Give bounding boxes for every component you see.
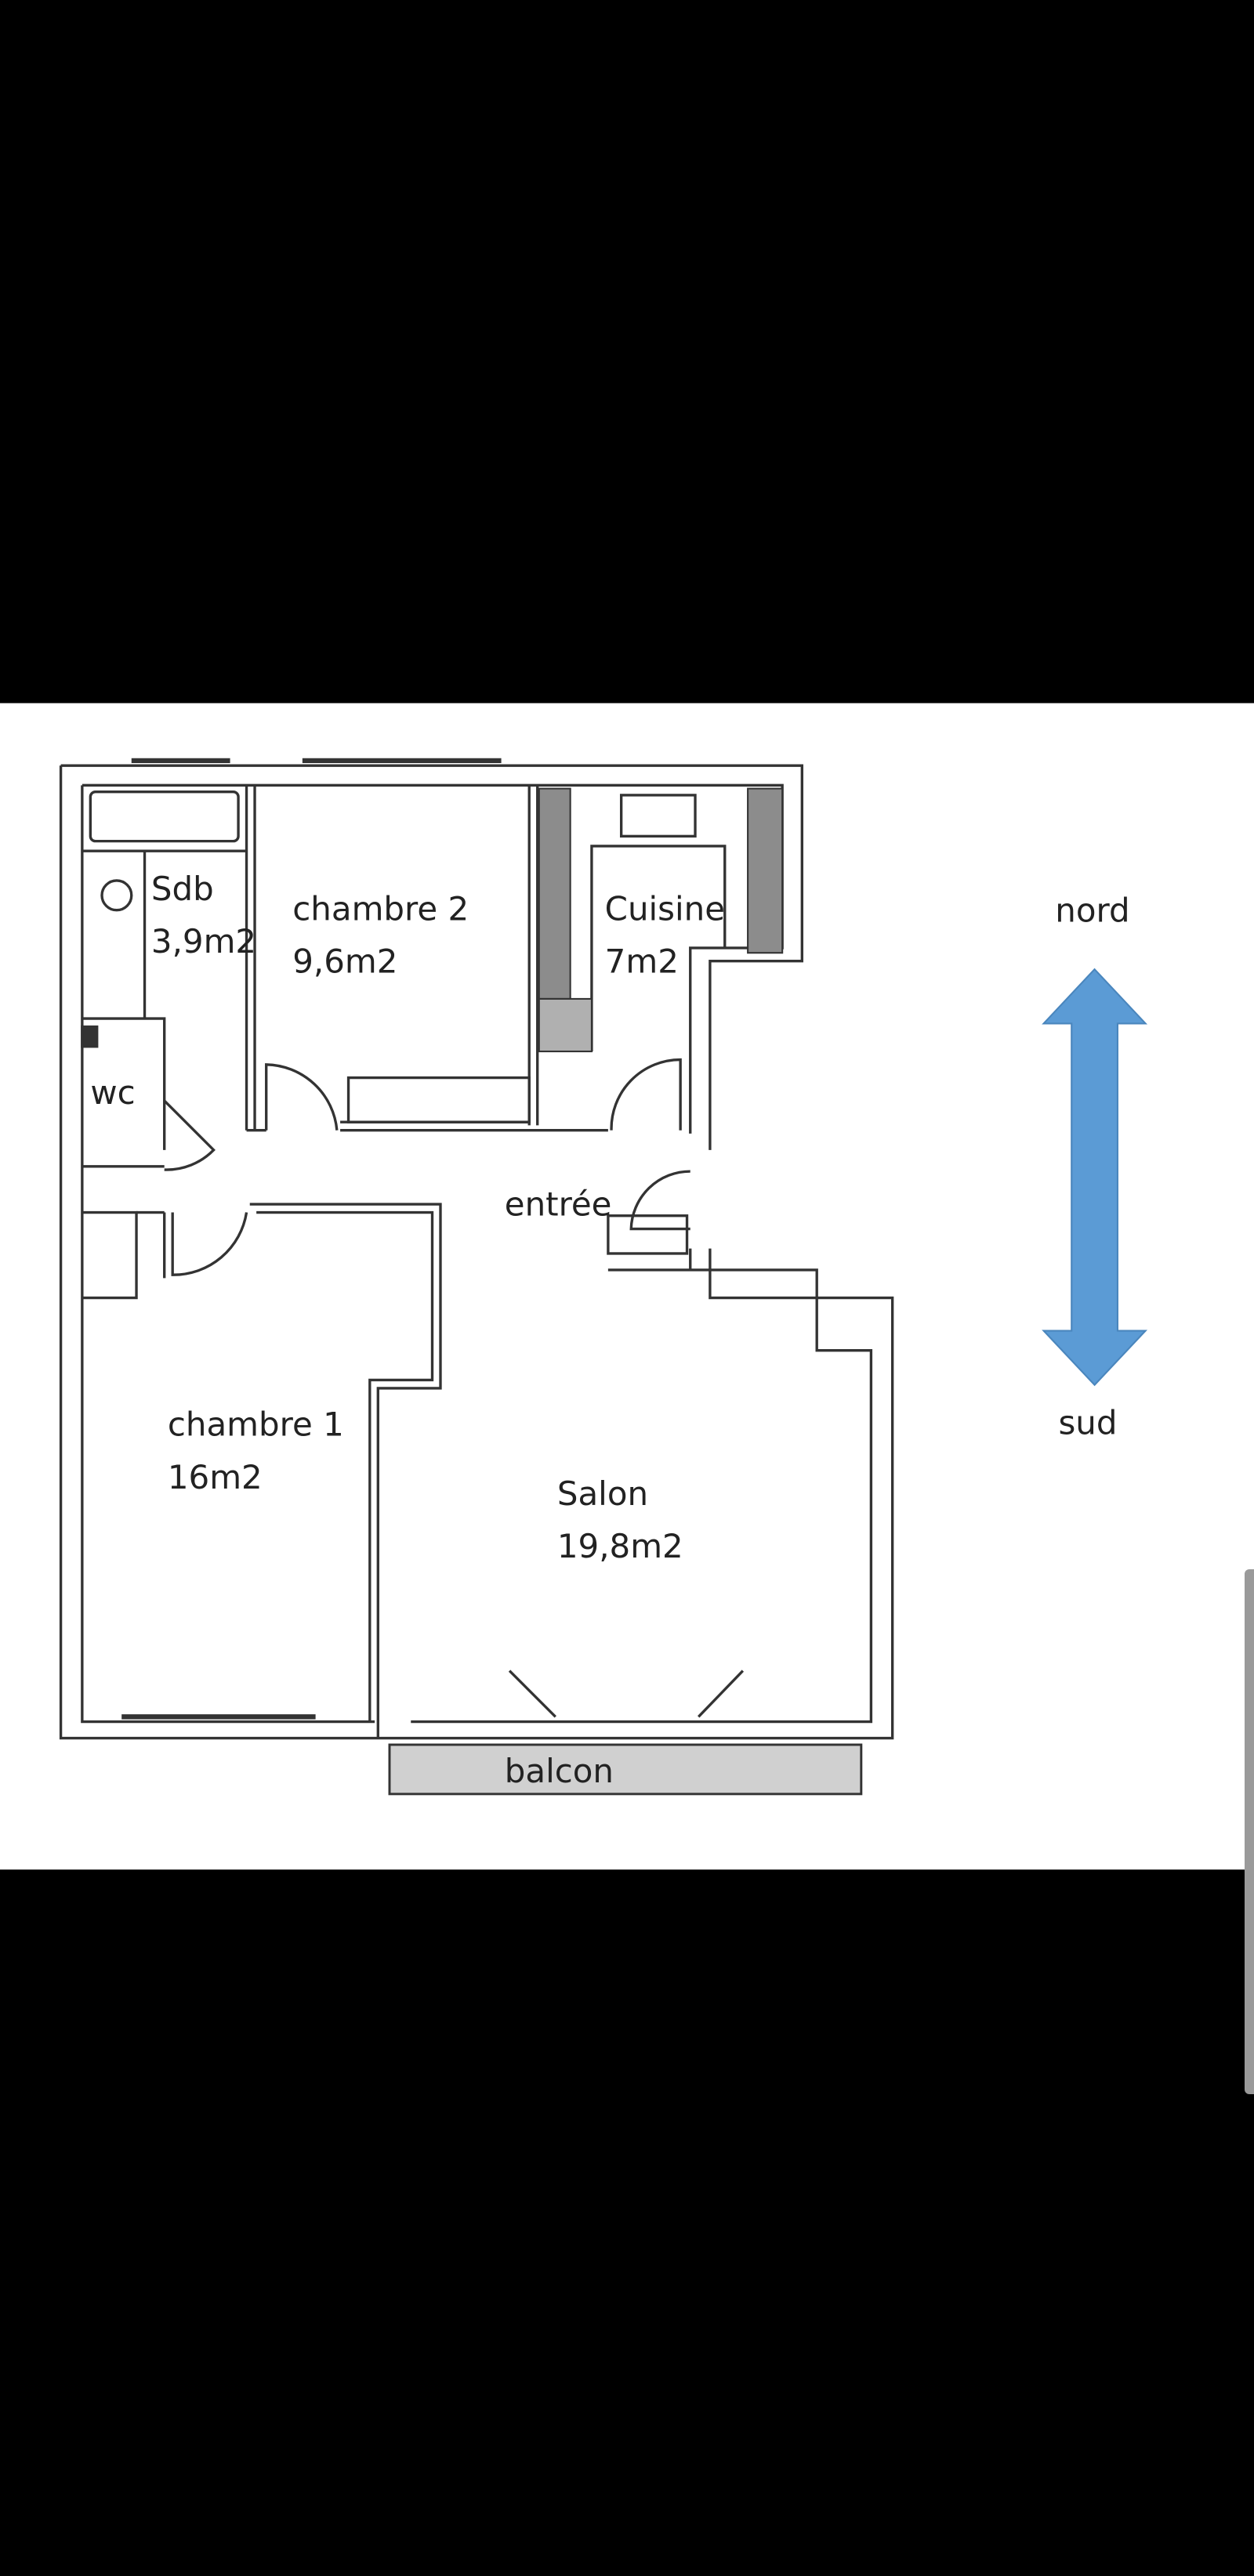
kitchen-cabinets bbox=[538, 787, 784, 1053]
room-label-wc: wc bbox=[90, 1073, 135, 1112]
chambre1-wall bbox=[256, 1210, 434, 1722]
room-label-balcon: balcon bbox=[505, 1752, 614, 1790]
chambre1-wall bbox=[249, 1203, 442, 1738]
room-area-sdb: 3,9m2 bbox=[151, 922, 256, 961]
door-chambre1 bbox=[171, 1212, 248, 1276]
wc-wall bbox=[82, 1017, 166, 1150]
north-south-arrow-icon bbox=[1042, 968, 1148, 1387]
room-label-entree: entrée bbox=[505, 1185, 612, 1224]
balcony bbox=[388, 1743, 863, 1796]
scrollbar[interactable] bbox=[1245, 1569, 1254, 2094]
room-label-chambre1: chambre 1 bbox=[168, 1406, 344, 1444]
door-entree bbox=[629, 1170, 690, 1231]
room-label-sdb: Sdb bbox=[151, 870, 214, 908]
white-canvas bbox=[0, 703, 1254, 1870]
room-area-chambre1: 16m2 bbox=[168, 1458, 263, 1496]
compass-south-label: sud bbox=[1058, 1404, 1117, 1442]
room-area-salon: 19,8m2 bbox=[557, 1527, 683, 1565]
room-label-chambre2: chambre 2 bbox=[292, 889, 469, 928]
room-area-chambre2: 9,6m2 bbox=[292, 942, 397, 980]
wardrobe bbox=[346, 1076, 531, 1123]
cabinet bbox=[747, 787, 784, 954]
bathtub bbox=[89, 791, 240, 843]
outer-wall bbox=[59, 765, 894, 1740]
door-wc bbox=[163, 1099, 216, 1171]
sink bbox=[100, 879, 133, 912]
door-cuisine bbox=[610, 1058, 682, 1131]
compass-north-label: nord bbox=[1055, 891, 1129, 929]
window-door bbox=[508, 1670, 556, 1718]
room-area-cuisine: 7m2 bbox=[605, 942, 679, 980]
closet bbox=[82, 1210, 138, 1300]
entry-cabinet bbox=[607, 1214, 689, 1255]
room-label-salon: Salon bbox=[557, 1474, 648, 1513]
inner-wall bbox=[411, 1248, 873, 1724]
cabinet bbox=[538, 787, 571, 1000]
outer-wall bbox=[60, 764, 804, 1150]
kitchen-appliance bbox=[619, 794, 697, 838]
kitchen-counter bbox=[590, 845, 727, 1052]
wc-cistern bbox=[81, 1025, 99, 1048]
door-chambre2 bbox=[265, 1063, 339, 1131]
inner-wall bbox=[81, 785, 375, 1724]
walls bbox=[59, 758, 894, 1740]
cabinet bbox=[538, 997, 593, 1053]
window-door bbox=[698, 1670, 745, 1718]
room-label-cuisine: Cuisine bbox=[605, 889, 725, 928]
